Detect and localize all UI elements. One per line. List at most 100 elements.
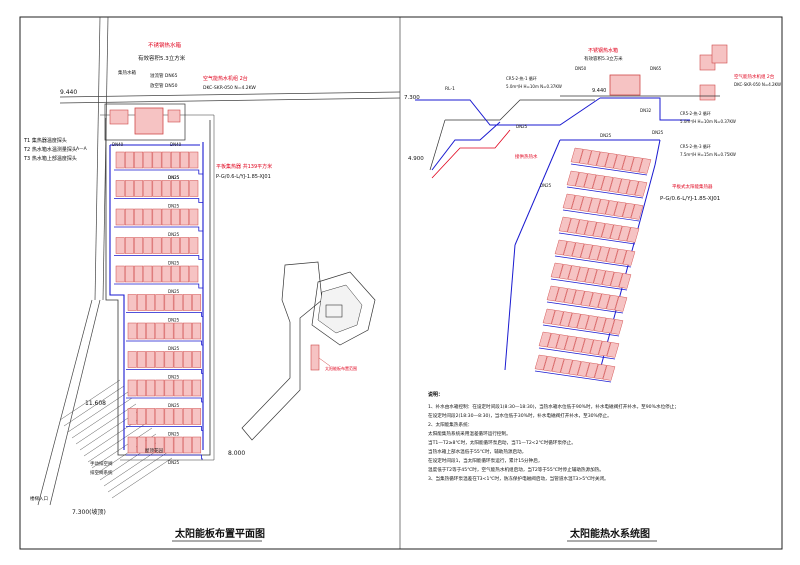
collector-panel <box>115 208 125 226</box>
notes-title: 说明： <box>428 391 443 398</box>
collector-panel <box>551 357 565 373</box>
building-profile <box>429 119 446 171</box>
collector-panel <box>192 351 202 368</box>
collector-panel <box>571 242 585 258</box>
collector-panel <box>161 237 171 254</box>
collector-panel <box>124 151 134 169</box>
note-line: 当T1—T2≥8℃时，太阳能循环泵启动，当T1—T2<2℃时循环泵停止。 <box>428 439 576 446</box>
pipe-size-label: DN25 <box>540 183 552 188</box>
collector-panel <box>580 243 593 260</box>
collector-panel <box>134 237 144 254</box>
pipe-size-label: DN40 <box>170 142 182 147</box>
collector-panel <box>593 269 606 285</box>
section-mark: A—A <box>76 146 88 152</box>
heat-pump-unit <box>167 109 181 123</box>
collector-panel <box>189 151 199 169</box>
collector-panel <box>182 322 192 340</box>
collector-row <box>534 354 616 383</box>
pump1-spec: 5.0m³/H H=10m N=0.37KW <box>506 84 562 89</box>
row-pipe <box>534 370 612 383</box>
collector-panel <box>597 293 611 310</box>
collector-panel <box>189 208 199 226</box>
collector-panel <box>560 358 573 375</box>
collector-panel <box>146 322 156 340</box>
collector-panel <box>173 294 183 311</box>
row-pipe <box>126 340 203 346</box>
left-plan: 不锈钢热水箱 有效容积5.3立方米 集热水箱 溢流管 DN65 放空管 DN50… <box>23 16 401 542</box>
hot-water-tank <box>134 107 164 135</box>
collector-panel <box>610 319 624 335</box>
collector-panel <box>152 265 162 283</box>
legend-t2: T2 热水箱水温测量探头 <box>23 146 77 153</box>
sys-pipe-tag: RL-1 <box>445 86 455 92</box>
note-line: 2、太阳能集热系统： <box>428 421 472 428</box>
collector-panel <box>173 408 183 425</box>
collector-row <box>126 294 203 317</box>
collector-panel <box>180 180 190 197</box>
collector-panel <box>558 216 572 233</box>
collector-row <box>126 379 203 403</box>
collector-panel <box>589 339 603 356</box>
collector-model: P-G/0.6-L/YJ-1.85-XJ01 <box>216 174 271 180</box>
key-plan-inset <box>241 261 376 441</box>
collector-panel <box>622 202 635 219</box>
collector-panel <box>547 333 560 349</box>
collector-panel <box>568 312 581 329</box>
collector-row <box>558 216 640 245</box>
collector-panel <box>638 158 652 174</box>
sys-elev-b: 9.440 <box>592 88 606 94</box>
collector-panel <box>134 151 144 169</box>
collector-panel <box>605 247 619 264</box>
collector-panel <box>567 218 580 234</box>
pump3-spec: 7.5m³/H H=15m N=0.75KW <box>680 152 736 157</box>
collector-panel <box>189 265 199 283</box>
collector-row <box>114 180 203 203</box>
collector-panel <box>146 379 156 397</box>
collector-panel <box>588 197 601 214</box>
collector-panel <box>115 265 125 283</box>
boundary-line <box>94 16 101 301</box>
collector-panel <box>618 273 632 289</box>
collector-panel <box>136 322 146 340</box>
boundary-line <box>49 299 101 506</box>
collector-panel <box>600 175 614 192</box>
collector-panel <box>593 316 607 333</box>
collector-row <box>126 436 203 460</box>
collector-panel <box>572 289 585 306</box>
collector-panel <box>555 287 568 303</box>
sys-tank-spec: 有效容积5.3立方米 <box>584 55 623 62</box>
collector-panel <box>173 436 183 454</box>
heat-pump-label: 空气能热水机组 2台 <box>203 75 248 82</box>
collector-panel <box>192 436 202 454</box>
collector-panel <box>173 379 183 397</box>
collector-panel <box>136 436 146 454</box>
collector-panel <box>559 311 573 327</box>
collector-panel <box>146 436 156 454</box>
pipe-size-label: DN25 <box>168 318 180 323</box>
heat-pump-unit <box>699 84 716 101</box>
collector-panel <box>189 237 199 254</box>
collector-panel <box>155 351 165 368</box>
elevation-mid: 11.608 <box>85 400 106 407</box>
collector-panel <box>127 379 137 397</box>
aux-heater-label: 集热水箱 <box>118 69 136 76</box>
sys-heat-pump: 空气能热水机组 2台 <box>734 73 775 80</box>
collector-row <box>562 193 644 222</box>
collector-panel <box>566 170 580 187</box>
collector-panel <box>534 354 548 371</box>
row-pipe <box>558 232 636 245</box>
note-line: 在设定时间段1，当太阳能循环泵运行，累计15分钟后， <box>428 457 542 464</box>
collector-panel <box>588 244 602 261</box>
row-pipe <box>126 426 203 431</box>
collector-panel <box>626 227 640 243</box>
collector-panel <box>173 351 183 368</box>
collector-panel <box>134 208 144 226</box>
collector-row <box>538 331 620 360</box>
pump3-label: CR5-2-热-3 循环 <box>680 143 711 149</box>
collector-panel <box>192 294 202 311</box>
collector-panel <box>554 239 568 256</box>
system-pipe <box>600 97 690 121</box>
collector-panel <box>192 379 202 397</box>
collector-panel <box>173 322 183 340</box>
